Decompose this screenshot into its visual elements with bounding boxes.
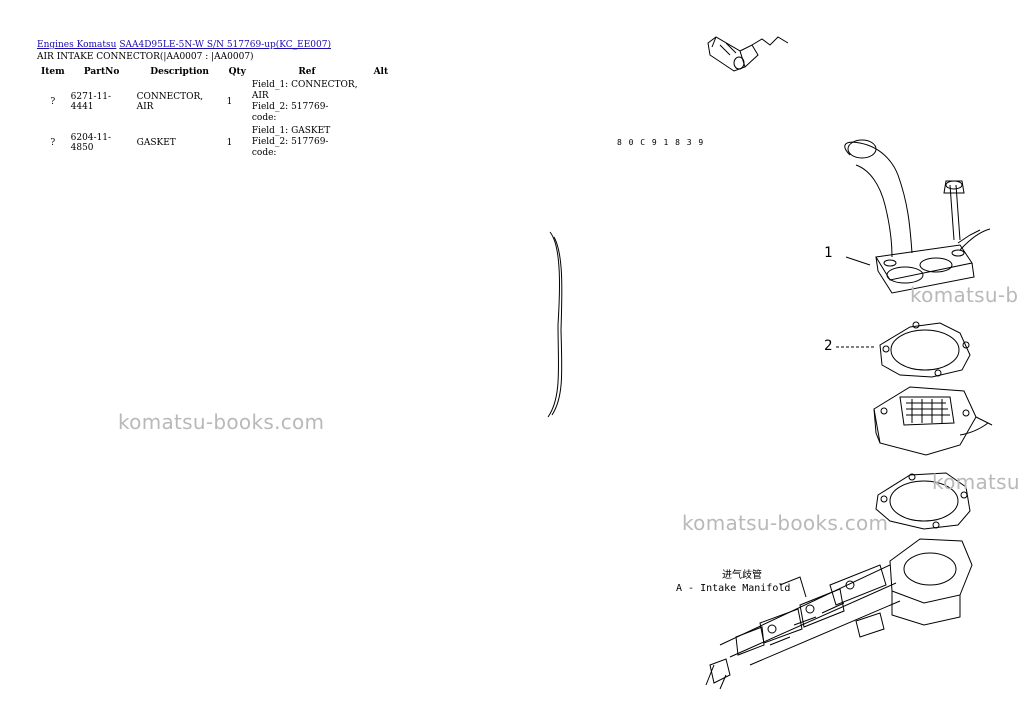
part-1-connector-drawing: [844, 139, 991, 294]
breadcrumb-link-engines[interactable]: Engines Komatsu: [37, 40, 117, 50]
cell-partno: 6204-11-4850: [70, 132, 112, 153]
leader-arc-inner: [551, 236, 563, 416]
cell-description: CONNECTOR, AIR: [136, 92, 204, 112]
cell-qty: 1: [226, 97, 233, 107]
header-description: Description: [150, 67, 209, 77]
cell-partno: 6271-11-4441: [70, 92, 112, 112]
cell-description: GASKET: [136, 137, 176, 148]
header-item: Item: [41, 67, 65, 77]
callout-1: 1: [824, 245, 833, 261]
ref-line: code:: [251, 113, 277, 123]
parts-diagram: [547, 36, 993, 690]
heater-block-drawing: [873, 386, 993, 456]
cell-alt: [364, 79, 398, 125]
manifold-label-chinese: 进气歧管: [722, 570, 762, 581]
intake-manifold-drawing: [705, 538, 973, 690]
ref-line: Field_2: 517769-: [251, 137, 329, 147]
ref-line: Field_2: 517769-: [251, 102, 329, 112]
cell-qty: 1: [226, 137, 233, 148]
table-header-row: Item PartNo Description Qty Ref Alt: [37, 65, 398, 79]
callout-2: 2: [824, 338, 833, 354]
cell-ref: Field_1: CONNECTOR, AIR Field_2: 517769-…: [250, 79, 364, 125]
page-title: AIR INTAKE CONNECTOR(|AA0007 : |AA0007): [37, 52, 254, 62]
cell-item: ?: [50, 97, 56, 107]
table-row: ? 6271-11-4441 CONNECTOR, AIR 1 Field_1:…: [37, 79, 398, 125]
second-gasket-drawing: [875, 472, 971, 530]
table-row: ? 6204-11-4850 GASKET 1 Field_1: GASKET …: [37, 125, 398, 160]
ref-line: code:: [251, 148, 277, 158]
breadcrumb: Engines Komatsu SAA4D95LE-5N-W S/N 51776…: [37, 40, 331, 50]
top-fragment-drawing: [707, 36, 789, 72]
ref-line: Field_1: CONNECTOR, AIR: [251, 80, 358, 101]
cell-item: ?: [50, 137, 56, 148]
manifold-label: A - Intake Manifold: [676, 583, 791, 594]
header-partno: PartNo: [83, 67, 120, 77]
parts-table: Item PartNo Description Qty Ref Alt ? 62…: [37, 65, 398, 160]
watermark-right-mid: komatsu: [932, 470, 1020, 494]
cell-ref: Field_1: GASKET Field_2: 517769- code:: [250, 125, 364, 160]
watermark-right-top: komatsu-b: [910, 283, 1019, 307]
header-alt: Alt: [373, 67, 389, 77]
cell-alt: [364, 125, 398, 160]
breadcrumb-link-model[interactable]: SAA4D95LE-5N-W S/N 517769-up(KC_EE007): [119, 40, 331, 50]
header-qty: Qty: [228, 67, 246, 77]
watermark-center: komatsu-books.com: [118, 410, 325, 434]
diagram-code: 8 0 C 9 1 8 3 9: [617, 138, 705, 147]
watermark-right-lower: komatsu-books.com: [682, 511, 889, 535]
header-ref: Ref: [298, 67, 316, 77]
leader-arc: [547, 231, 561, 418]
ref-line: Field_1: GASKET: [251, 126, 331, 136]
part-2-gasket-drawing: [836, 321, 971, 378]
